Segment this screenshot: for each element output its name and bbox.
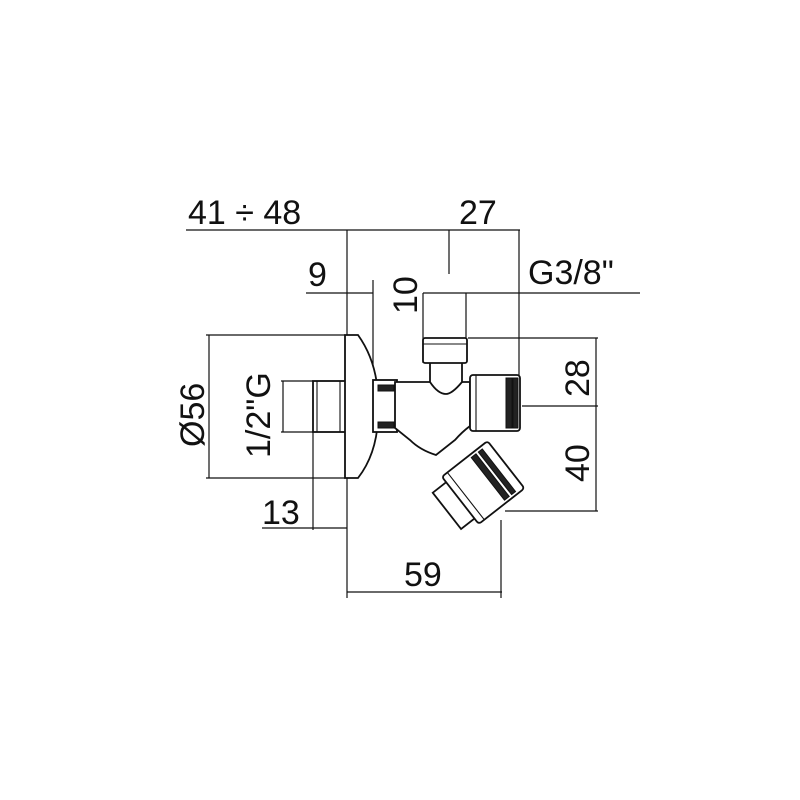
drain-outlet	[431, 441, 525, 531]
label-outlet-thread: G3/8"	[528, 254, 614, 292]
right-nut-ring-2	[512, 377, 519, 429]
dimension-labels: 41 ÷ 48 27 9 10 G3/8" Ø56 1/2"G 13 28 40…	[174, 194, 614, 594]
drain-nut-line	[446, 472, 485, 521]
collar-band-top	[377, 384, 395, 392]
right-nut-ring-1	[505, 377, 513, 429]
label-overall-depth: 41 ÷ 48	[188, 194, 301, 232]
drain-nut	[442, 441, 525, 524]
collar-band-bottom	[377, 421, 395, 429]
label-flange-diameter: Ø56	[174, 383, 212, 447]
top-outlet-cap	[422, 337, 468, 364]
label-total-length: 59	[404, 556, 442, 594]
label-inlet-thread: 1/2"G	[240, 372, 278, 458]
label-flange-thickness: 9	[308, 256, 327, 294]
drain-nut-ring-2	[477, 448, 517, 496]
label-drain-height: 40	[559, 444, 597, 482]
label-inlet-length: 13	[262, 494, 300, 532]
valve-body	[312, 334, 525, 531]
dimension-lines	[186, 229, 640, 598]
label-outlet-height: 28	[559, 359, 597, 397]
inlet-thread	[312, 380, 348, 433]
valve-main-body	[394, 381, 471, 457]
drain-nut-ring-1	[470, 453, 510, 501]
label-outlet-width: 27	[459, 194, 497, 232]
label-cap-height: 10	[387, 276, 425, 314]
top-outlet-neck	[429, 359, 463, 395]
